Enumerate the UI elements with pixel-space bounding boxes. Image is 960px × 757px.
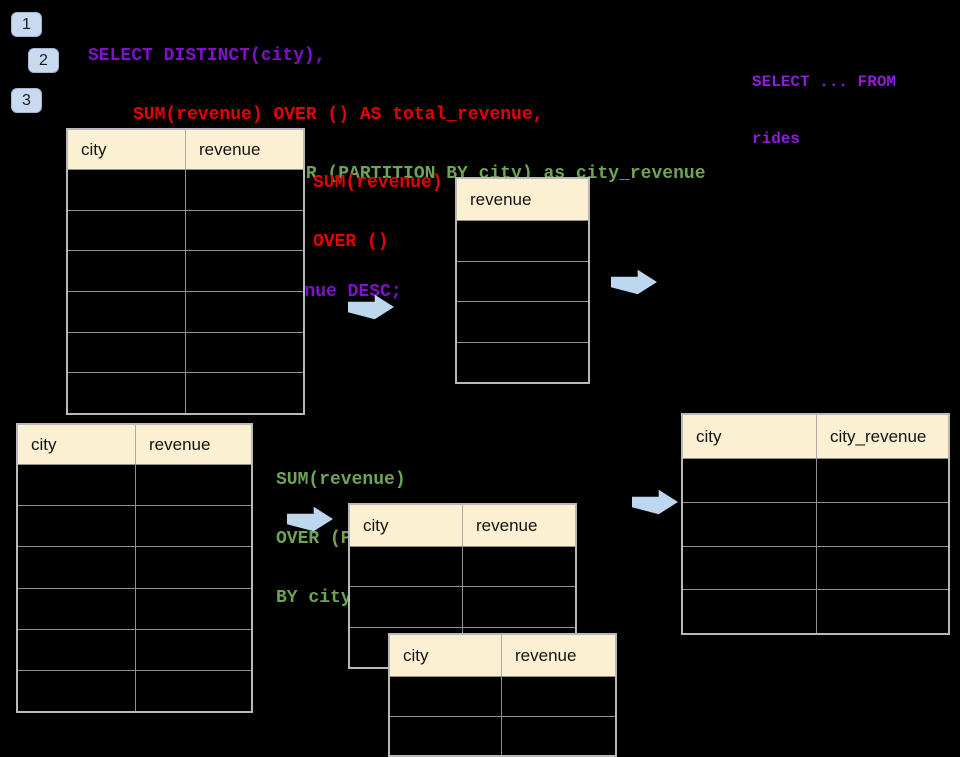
table-header-row: city revenue	[68, 130, 303, 170]
table-row	[350, 547, 575, 588]
header-cell-city: city	[683, 415, 817, 458]
table-row	[350, 587, 575, 628]
label-sum-over-total-line-2: OVER ()	[313, 232, 389, 252]
table-header-row: city city_revenue	[683, 415, 948, 459]
table-row	[68, 210, 303, 252]
table-row	[390, 716, 615, 755]
table-row	[683, 502, 948, 547]
header-cell-revenue: revenue	[149, 434, 211, 454]
sql-line-total-revenue: SUM(revenue) OVER () AS total_revenue,	[133, 105, 544, 125]
table-row	[18, 465, 251, 507]
step-badge-2: 2	[28, 48, 59, 73]
table-row	[68, 332, 303, 374]
table-row	[683, 546, 948, 591]
header-cell-revenue: revenue	[476, 515, 538, 535]
table-row	[683, 590, 948, 633]
header-cell-revenue: revenue	[199, 139, 261, 159]
step-badge-3: 3	[11, 88, 42, 113]
table-partition-step-front: city revenue	[388, 633, 617, 757]
table-row	[18, 506, 251, 548]
table-row	[68, 251, 303, 293]
step-badge-1-label: 1	[22, 15, 31, 33]
step-badge-2-label: 2	[39, 51, 48, 69]
table-total-revenue-result: revenue	[455, 177, 590, 384]
table-row	[683, 459, 948, 503]
step-badge-1: 1	[11, 12, 42, 37]
table-header-row: city revenue	[390, 635, 615, 677]
table-row	[457, 221, 588, 262]
label-sum-over-partition-line-1: SUM(revenue)	[276, 470, 406, 490]
table-rides-source-top: city revenue	[66, 128, 305, 415]
table-row	[18, 588, 251, 630]
table-row	[68, 292, 303, 333]
sql-line-select: SELECT DISTINCT(city),	[88, 46, 326, 66]
table-row	[457, 262, 588, 302]
table-city-revenue-result: city city_revenue	[681, 413, 950, 635]
table-row	[18, 670, 251, 712]
table-rides-source-bottom: city revenue	[16, 423, 253, 713]
table-row	[457, 302, 588, 343]
table-row	[68, 373, 303, 414]
arrow-right-icon	[632, 489, 678, 515]
header-cell-revenue: revenue	[515, 645, 577, 665]
table-row	[18, 547, 251, 589]
table-row	[390, 677, 615, 717]
header-cell-city-revenue: city_revenue	[830, 426, 927, 446]
header-cell-city: city	[350, 505, 463, 546]
table-header-row: city revenue	[350, 505, 575, 547]
label-sum-over-total: SUM(revenue) OVER ()	[313, 136, 443, 272]
table-row	[68, 170, 303, 211]
header-cell-revenue: revenue	[470, 189, 532, 209]
side-note-line-2: rides	[752, 130, 801, 148]
side-note-line-1: SELECT ... FROM	[752, 73, 897, 91]
slide-canvas: { "colors": { "background": "#000000", "…	[11, 12, 950, 757]
label-sum-over-total-line-1: SUM(revenue)	[313, 173, 443, 193]
side-note-select-from-rides: SELECT ... FROM rides	[752, 36, 896, 168]
header-cell-city: city	[18, 425, 136, 464]
step-badge-3-label: 3	[22, 91, 31, 109]
header-cell-city: city	[68, 130, 186, 169]
header-cell-city: city	[390, 635, 502, 676]
table-header-row: revenue	[457, 179, 588, 221]
table-header-row: city revenue	[18, 425, 251, 465]
table-row	[457, 343, 588, 383]
table-row	[18, 629, 251, 671]
